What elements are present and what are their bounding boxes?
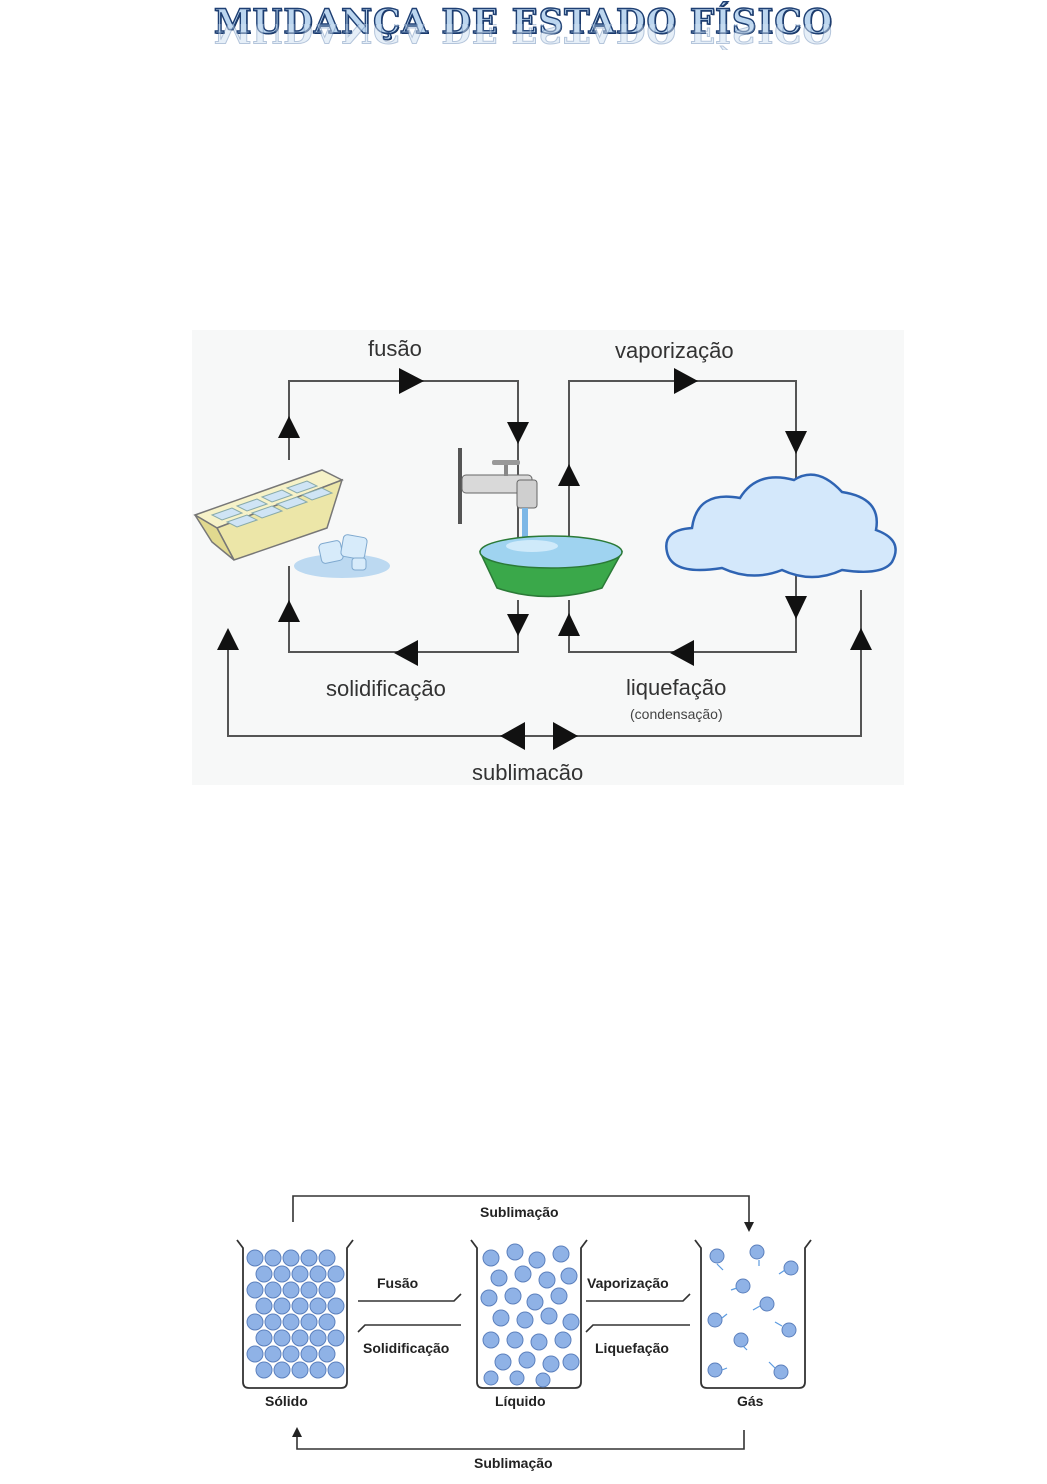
arrow-down-icon bbox=[507, 614, 529, 636]
arrow-right-icon bbox=[399, 368, 424, 394]
liquefaction-label: liquefação bbox=[626, 675, 726, 701]
vaporization-label: vaporização bbox=[615, 338, 734, 364]
title-block: MUDANÇA DE ESTADO FÍSICO MUDANÇA DE ESTA… bbox=[0, 0, 1047, 50]
solid-particles bbox=[247, 1250, 344, 1378]
cloud-icon bbox=[666, 475, 895, 577]
solidification-arrow bbox=[358, 1325, 461, 1332]
arrow-right-icon bbox=[674, 368, 698, 394]
sublimation-top-label: Sublimação bbox=[480, 1204, 559, 1220]
gas-particles bbox=[708, 1245, 798, 1379]
illustration-arrows bbox=[192, 330, 904, 785]
ice-cubes-icon bbox=[294, 534, 390, 578]
arrow-down-icon bbox=[785, 596, 807, 619]
fusion-label: Fusão bbox=[377, 1275, 418, 1291]
liquid-particles bbox=[481, 1244, 579, 1387]
sublimation-path bbox=[228, 590, 861, 736]
arrow-right-icon bbox=[553, 722, 578, 750]
vaporization-arrow bbox=[586, 1294, 690, 1301]
arrow-up-icon bbox=[278, 600, 300, 622]
fusion-label: fusão bbox=[368, 336, 422, 362]
arrow-down-icon bbox=[785, 431, 807, 454]
particle-model-diagram: Sublimação Fusão Solidificação Vaporizaç… bbox=[225, 1190, 825, 1475]
vaporization-label: Vaporização bbox=[587, 1275, 669, 1291]
arrow-up-icon bbox=[558, 613, 580, 636]
water-basin-icon bbox=[480, 536, 622, 597]
condensation-label: (condensação) bbox=[630, 706, 723, 722]
arrow-up-icon bbox=[558, 464, 580, 486]
state-change-illustration: fusão vaporização solidificação liquefaç… bbox=[192, 330, 904, 785]
title-reflection: MUDANÇA DE ESTADO FÍSICO bbox=[0, 24, 1047, 50]
gas-state-label: Gás bbox=[737, 1393, 763, 1409]
sublimation-bottom-label: Sublimação bbox=[474, 1455, 553, 1471]
liquefaction-label: Liquefação bbox=[595, 1340, 669, 1356]
solidification-label: Solidificação bbox=[363, 1340, 449, 1356]
sublimation-bottom-path bbox=[297, 1430, 744, 1449]
fusion-arrow bbox=[358, 1294, 461, 1301]
particle-diagram-graphics bbox=[225, 1190, 825, 1475]
arrow-down-icon bbox=[507, 422, 529, 444]
arrow-down-icon bbox=[744, 1222, 754, 1232]
faucet-icon bbox=[460, 448, 537, 542]
solidification-path bbox=[289, 566, 518, 652]
solidification-label: solidificação bbox=[326, 676, 446, 702]
arrow-up-icon bbox=[278, 416, 300, 438]
arrow-up-icon bbox=[850, 628, 872, 650]
arrow-left-icon bbox=[500, 722, 525, 750]
liquid-state-label: Líquido bbox=[495, 1393, 546, 1409]
arrow-left-icon bbox=[394, 640, 418, 666]
arrow-up-icon bbox=[292, 1427, 302, 1437]
sublimation-label: sublimacão bbox=[472, 760, 583, 786]
arrow-up-icon bbox=[217, 628, 239, 650]
solid-state-label: Sólido bbox=[265, 1393, 308, 1409]
liquefaction-arrow bbox=[586, 1325, 690, 1332]
arrow-left-icon bbox=[670, 640, 694, 666]
gas-motion-marks bbox=[717, 1260, 785, 1370]
